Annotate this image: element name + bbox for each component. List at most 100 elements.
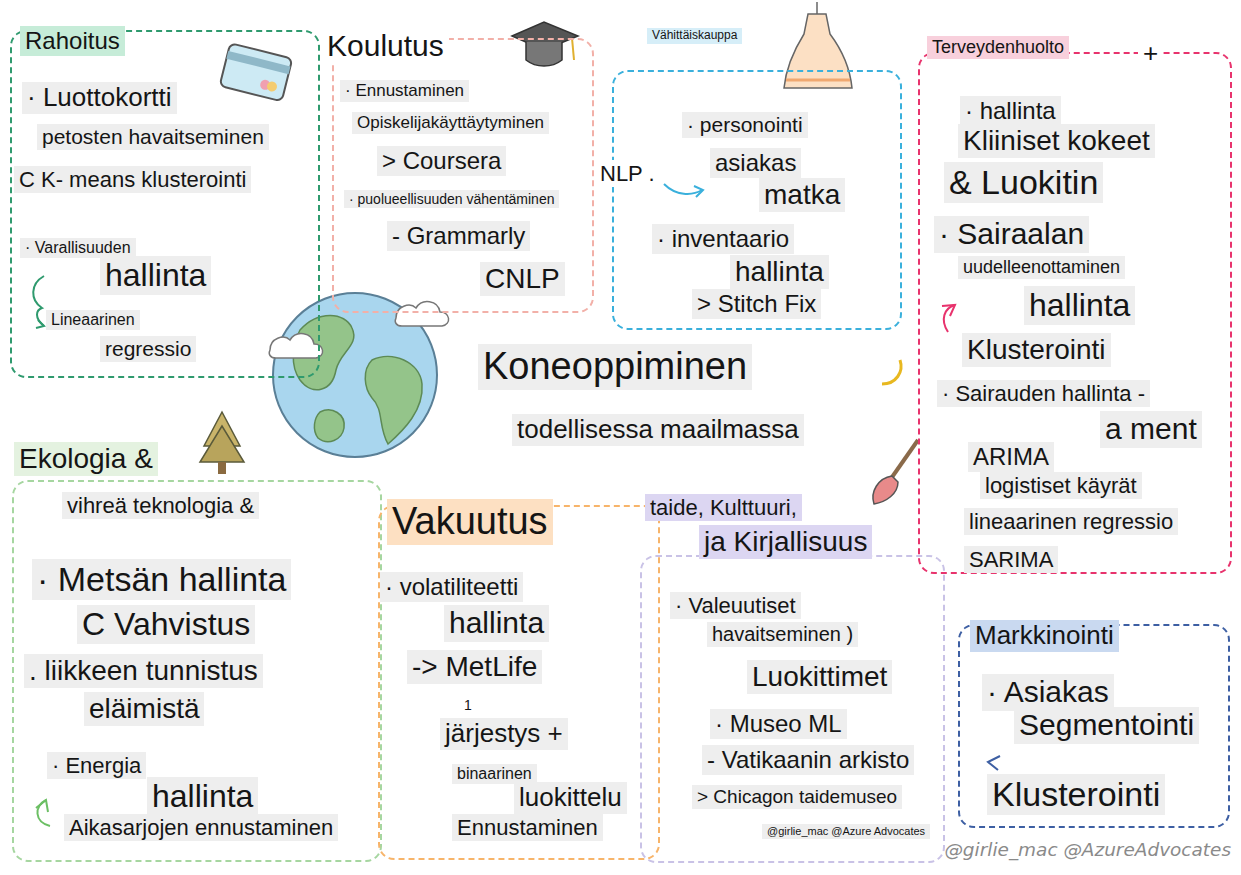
region-text: 1 [459,696,477,714]
brush-handle [890,440,918,480]
region-text: · puolueellisuuden vähentäminen [344,190,559,208]
region-text: · Sairaalan [934,216,1089,253]
region-heading: Koulutus [322,28,449,65]
card-body [220,43,293,101]
watermark: @girlie_mac @AzureAdvocates [939,838,1236,861]
region-text: · Luottokortti [22,82,177,114]
region-text: & Luokitin [944,162,1103,203]
topic-region: Rahoitus· Luottokorttipetosten havaitsem… [10,30,320,378]
region-text: > Stitch Fix [692,289,821,319]
region-text: Kliiniset kokeet [958,124,1155,158]
credit-card-icon [220,43,293,101]
region-text: Klusterointi [962,333,1111,367]
globe-land [314,410,344,442]
region-text: · Metsän hallinta [32,559,291,600]
brush-tip [873,476,898,504]
region-text: Opiskelijakäyttäytyminen [352,112,549,134]
region-text: . liikkeen tunnistus [24,654,263,688]
region-text: - Vatikaanin arkisto [702,745,914,775]
tree-trunk [218,462,226,474]
region-text: todellisessa maailmassa [512,414,804,446]
region-text: C K- means klusterointi [14,166,251,193]
region-text: hallinta [147,777,258,816]
region-heading: Koneoppiminen [478,344,752,390]
region-text: petosten havaitseminen [37,124,269,150]
region-heading: Vakuutus [387,499,553,545]
curved-arrow [664,184,702,194]
region-text: > Chicagon taidemuseo [692,785,902,809]
topic-region: Terveydenhuolto+· hallintaKliiniset koke… [918,52,1232,574]
tree-crown [200,426,244,462]
dress-hem [786,79,850,82]
globe [269,293,448,457]
region-text: · inventaario [652,224,794,254]
region-text: lineaarinen regressio [964,508,1178,535]
globe-land [365,356,422,444]
region-heading: Ekologia & [14,442,158,476]
cloud [395,302,448,326]
region-text: havaitseminen ) [707,622,858,647]
cloud [269,334,322,358]
curved-arrow [33,276,44,326]
region-text: NLP . [595,160,660,187]
region-heading: taide, Kulttuuri, [645,494,802,521]
arrow-head [36,800,48,812]
region-text: - Grammarly [387,221,530,251]
arrow-head [694,186,703,197]
topic-region: taide, Kulttuuri,ja Kirjallisuus· Valeuu… [640,555,945,863]
arrow-head [988,756,1000,770]
region-heading: Markkinointi [970,620,1119,652]
topic-region: Koulutus· EnnustaminenOpiskelijakäyttäyt… [332,38,594,313]
region-text: Klusterointi [987,774,1165,815]
topic-region: Ekologia &vihreä teknologia &· Metsän ha… [12,480,382,862]
region-text: asiakas [710,148,801,178]
graduation-cap-icon [512,22,578,66]
region-text: luokittelu [514,782,627,814]
dress-body [784,14,852,88]
region-text: · personointi [682,112,808,138]
region-text: ARIMA [968,442,1054,472]
region-text: CNLP [480,262,565,296]
region-text: · Energia [47,752,146,779]
card-stripe [226,51,290,74]
topic-region: Vakuutus· volatiliteettihallinta-> MetLi… [378,505,660,860]
region-heading: Terveydenhuolto [927,36,1069,59]
region-text: ja Kirjallisuus [699,525,872,559]
region-text: Aikasarjojen ennustaminen [64,814,338,841]
region-text: + [1138,38,1163,70]
region-text: C Vahvistus [77,605,255,644]
arrow-head [36,320,44,328]
region-text: · Sairauden hallinta - [937,380,1150,407]
region-heading: Vähittäiskauppa [647,28,742,44]
region-text: -> MetLife [407,650,542,684]
region-text: · Museo ML [710,709,847,739]
region-text: järjestys + [440,718,568,750]
brush-icon [873,440,918,504]
card-dot [266,80,278,92]
region-text: Lineaarinen [46,310,140,330]
cap-base [526,42,562,66]
region-text: · Asiakas [982,674,1114,711]
region-text: · Valeuutiset [670,592,801,619]
dress-hanger [816,2,818,14]
region-text: uudelleenottaminen [958,256,1125,279]
region-text: · volatiliteetti [380,572,523,602]
region-text: a ment [1100,411,1202,448]
region-text: hallinta [730,255,829,289]
region-text: vihreä teknologia & [62,492,259,519]
topic-region: Markkinointi· AsiakasSegmentointiKluster… [958,624,1230,828]
cap-tassel [572,38,574,60]
tree-icon [200,412,244,474]
region-text: matka [759,178,845,212]
region-text: hallinta [1024,286,1135,325]
region-text: Segmentointi [1014,707,1199,744]
region-text: Luokittimet [747,660,892,694]
topic-region: Vähittäiskauppa· personointiasiakasNLP .… [612,70,902,330]
sun-arc [882,360,901,384]
title-band: Koneoppiminen todellisessa maailmassa [370,332,895,452]
region-text: logistiset käyrät [980,472,1142,499]
region-text: · hallinta [960,96,1061,126]
region-text: hallinta [444,605,549,642]
region-heading: Rahoitus [20,26,125,56]
